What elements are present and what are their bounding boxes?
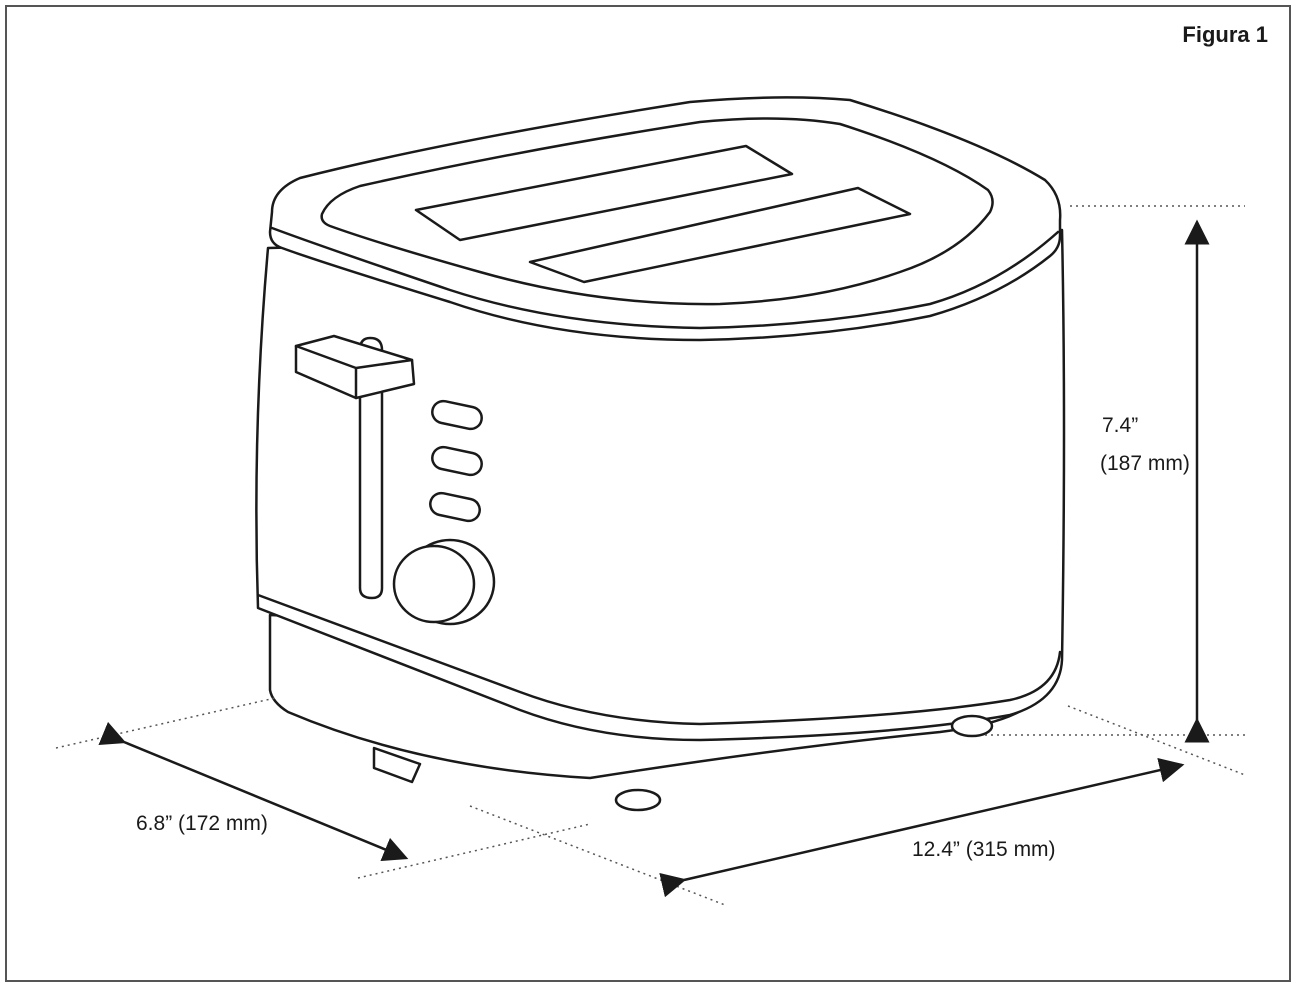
- figure-frame: [5, 5, 1291, 982]
- width-arrow: [659, 757, 1185, 898]
- depth-arrow: [98, 721, 409, 862]
- bread-slot-left: [414, 144, 794, 242]
- depth-front-extension: [357, 823, 591, 879]
- width-dimension-label: 12.4” (315 mm): [912, 838, 1056, 861]
- top-inner-panel: [320, 117, 994, 306]
- function-button-3: [429, 491, 481, 523]
- dimension-arrows: [98, 219, 1210, 898]
- height-dimension-inches: 7.4”: [1102, 414, 1139, 437]
- foot-right: [950, 714, 994, 738]
- depth-dimension-label: 6.8” (172 mm): [136, 812, 268, 835]
- figure-label: Figura 1: [1182, 22, 1268, 47]
- width-left-extension: [469, 805, 726, 906]
- function-button-1: [431, 399, 483, 431]
- foot-front: [614, 788, 662, 812]
- toaster-drawing: [255, 96, 1066, 812]
- function-button-2: [431, 445, 483, 477]
- browning-dial: [392, 544, 476, 624]
- depth-back-extension: [55, 697, 276, 749]
- bread-slot-right: [528, 186, 912, 284]
- width-right-extension: [1067, 705, 1246, 776]
- body-band-line: [256, 593, 1062, 726]
- lever-handle-edge: [294, 344, 414, 400]
- lever-slot: [358, 336, 384, 600]
- height-dimension-mm: (187 mm): [1100, 452, 1190, 475]
- top-lid-edge: [270, 226, 1060, 330]
